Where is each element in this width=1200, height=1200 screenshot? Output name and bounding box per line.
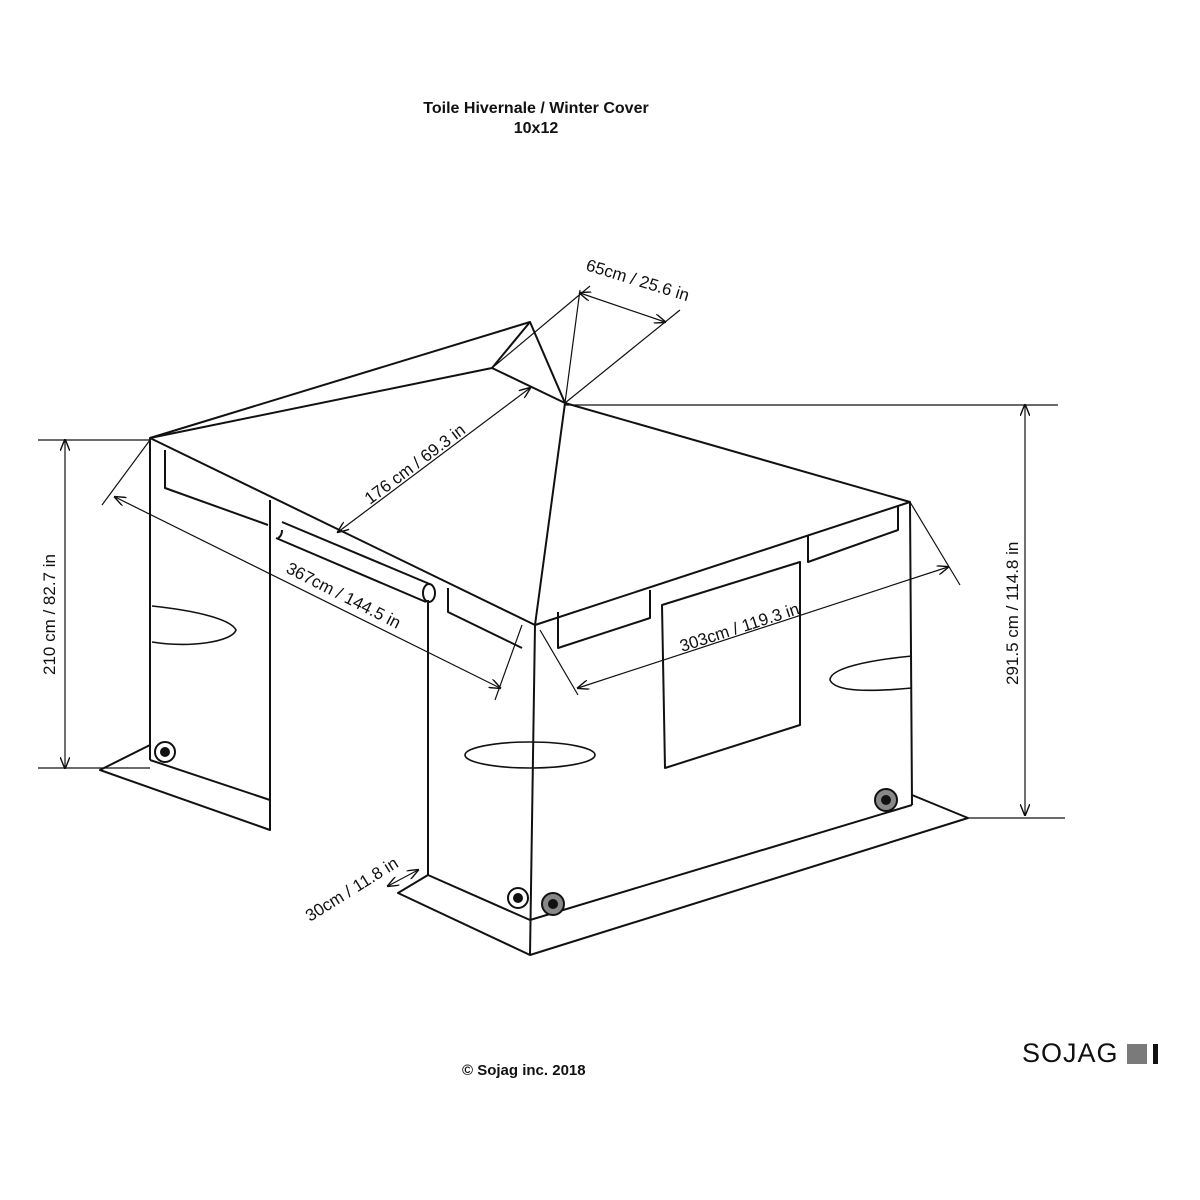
dim-top-vent: 65cm / 25.6 in xyxy=(584,256,692,305)
copyright: © Sojag inc. 2018 xyxy=(462,1062,586,1079)
brand-logo: SOJAG xyxy=(1022,1038,1158,1069)
brand-bar-icon xyxy=(1152,1043,1158,1064)
dim-roof-slope: 176 cm / 69.3 in xyxy=(361,420,469,508)
dim-total-height: 291.5 cm / 114.8 in xyxy=(1003,542,1022,685)
diagram-model: 10x12 xyxy=(513,120,559,137)
dim-wall-height: 210 cm / 82.7 in xyxy=(40,554,59,675)
dim-front-length: 303cm / 119.3 in xyxy=(677,599,801,656)
brand-name: SOJAG xyxy=(1022,1038,1119,1068)
diagram-title: Toile Hivernale / Winter Cover xyxy=(423,100,649,117)
dim-left-length: 367cm / 144.5 in xyxy=(283,559,404,633)
dim-skirt-width: 30cm / 11.8 in xyxy=(302,853,402,925)
brand-square-icon xyxy=(1126,1043,1147,1064)
